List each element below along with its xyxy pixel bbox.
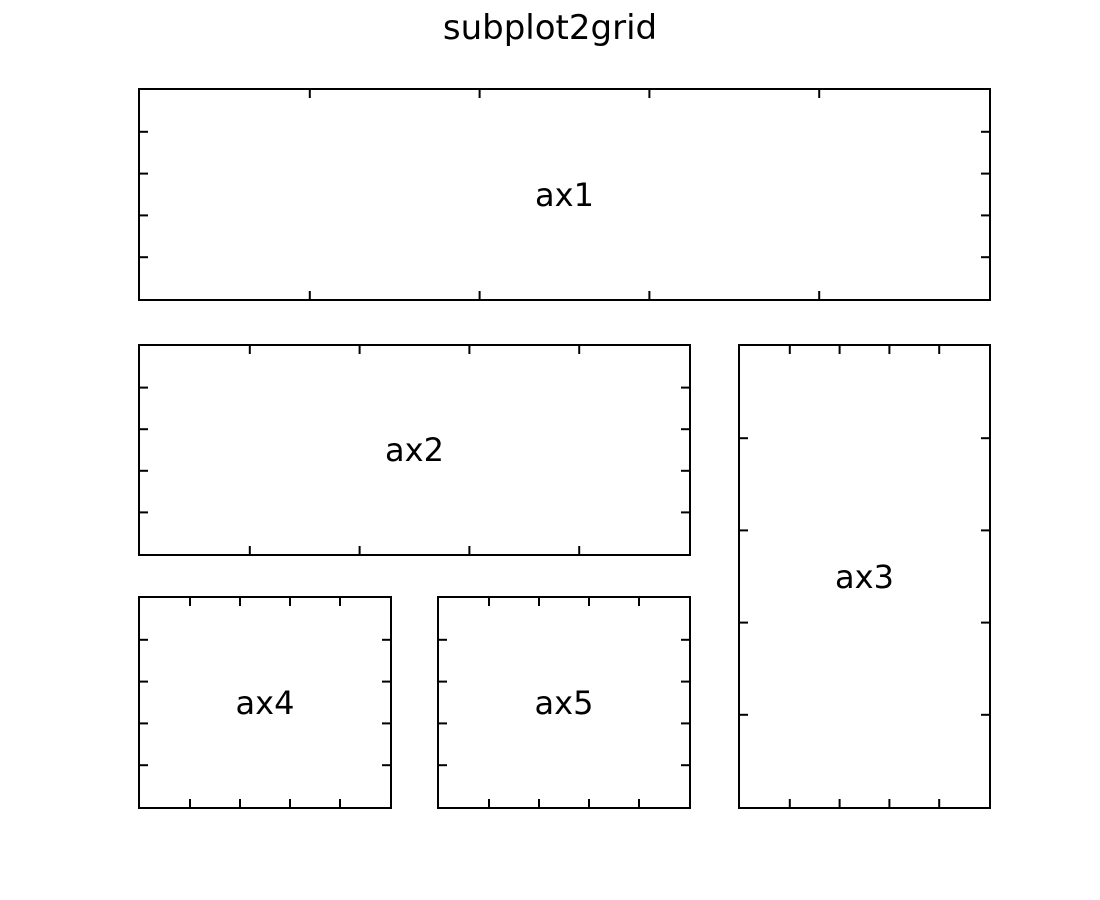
axes-label: ax2 <box>385 431 444 469</box>
axes-box-ax1: ax1 <box>138 88 991 301</box>
tick-marks <box>140 90 989 299</box>
axes-label: ax4 <box>235 683 295 722</box>
tick-marks <box>140 346 689 554</box>
axes-label: ax1 <box>535 175 594 214</box>
axes-label: ax5 <box>534 683 594 722</box>
axes-box-ax4: ax4 <box>138 596 392 809</box>
axes-box-ax3: ax3 <box>738 344 991 809</box>
tick-marks <box>140 598 390 807</box>
axes-label: ax3 <box>835 557 894 596</box>
figure-title: subplot2grid <box>442 8 658 48</box>
tick-marks <box>740 346 989 807</box>
axes-box-ax5: ax5 <box>437 596 691 809</box>
axes-box-ax2: ax2 <box>138 344 691 556</box>
tick-marks <box>439 598 689 807</box>
